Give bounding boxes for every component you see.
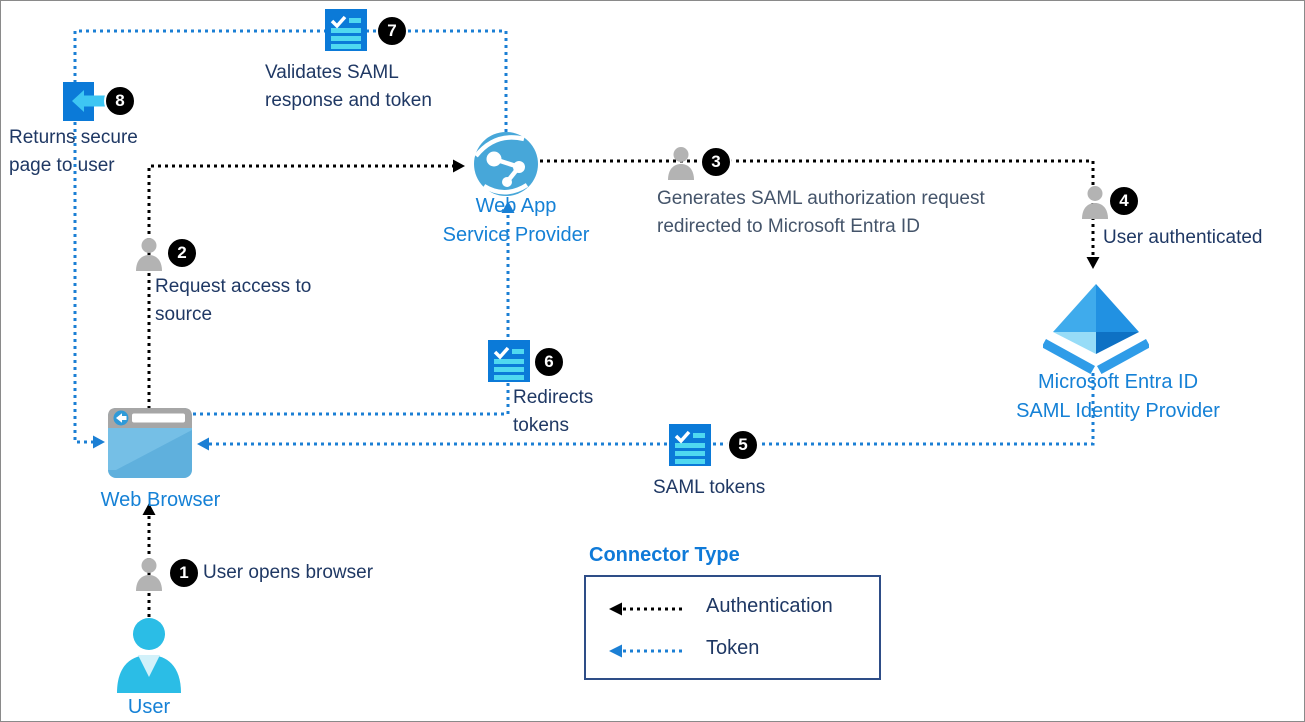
auth-arrowhead-right xyxy=(453,159,465,173)
token-arrowhead-up xyxy=(501,201,515,213)
step-text-6: Redirects tokens xyxy=(513,387,594,436)
legend-auth-arrow-icon xyxy=(608,602,684,621)
step-number-1: 1 xyxy=(179,563,189,582)
step-badge-6: 6 xyxy=(533,346,565,378)
step-badge-5: 5 xyxy=(727,429,759,461)
person-icon-step1 xyxy=(135,557,163,596)
auth-arrowhead-down xyxy=(1086,257,1100,269)
auth-arrowhead-up xyxy=(142,503,156,515)
entra-label: Microsoft Entra ID SAML Identity Provide… xyxy=(1016,371,1220,422)
step-text-4: User authenticated xyxy=(1103,227,1263,248)
webapp-globe-icon xyxy=(473,131,539,202)
saml-token-icon-step5 xyxy=(669,424,711,471)
saml-token-icon-step7 xyxy=(325,9,367,56)
step-badge-2: 2 xyxy=(166,237,198,269)
token-arrowhead-left xyxy=(197,437,209,451)
token-connector-entra-to-browser xyxy=(209,373,1095,446)
legend-token-arrow-icon xyxy=(608,644,684,663)
legend-box: Authentication Token xyxy=(584,575,881,680)
return-page-icon-step8 xyxy=(63,82,109,127)
legend-label-token: Token xyxy=(706,637,760,659)
web-browser-label: Web Browser xyxy=(100,489,221,511)
legend-title: Connector Type xyxy=(589,544,740,566)
person-icon-step3 xyxy=(667,146,695,185)
person-icon-step2 xyxy=(135,237,163,276)
webapp-label: Web App Service Provider xyxy=(442,195,590,246)
legend-label-authentication: Authentication xyxy=(706,595,833,617)
person-icon-step4 xyxy=(1081,185,1109,224)
step-number-5: 5 xyxy=(738,435,748,454)
step-badge-3: 3 xyxy=(700,146,732,178)
user-icon xyxy=(113,617,185,698)
saml-token-icon-step6 xyxy=(488,340,530,387)
step-number-7: 7 xyxy=(387,21,397,40)
step-text-7: Validates SAML response and token xyxy=(265,62,432,111)
step-number-3: 3 xyxy=(711,152,721,171)
step-number-4: 4 xyxy=(1119,191,1129,210)
token-connector-webapp-to-browser xyxy=(73,29,508,444)
token-arrowhead-right xyxy=(93,435,105,449)
step-badge-4: 4 xyxy=(1108,185,1140,217)
step-text-8: Returns secure page to user xyxy=(9,127,138,176)
step-badge-8: 8 xyxy=(104,85,136,117)
token-connector-browser-to-webapp xyxy=(193,213,510,416)
step-number-6: 6 xyxy=(544,352,554,371)
step-number-8: 8 xyxy=(115,91,125,110)
step-badge-1: 1 xyxy=(168,557,200,589)
step-badge-7: 7 xyxy=(376,15,408,47)
step-text-3: Generates SAML authorization request red… xyxy=(657,188,985,237)
step-text-2: Request access to source xyxy=(155,276,312,325)
step-number-2: 2 xyxy=(177,243,187,262)
step-text-1: User opens browser xyxy=(203,562,374,583)
user-label: User xyxy=(127,696,171,718)
web-browser-icon xyxy=(108,408,192,483)
step-text-5: SAML tokens xyxy=(653,477,766,498)
entra-id-icon xyxy=(1041,282,1151,380)
